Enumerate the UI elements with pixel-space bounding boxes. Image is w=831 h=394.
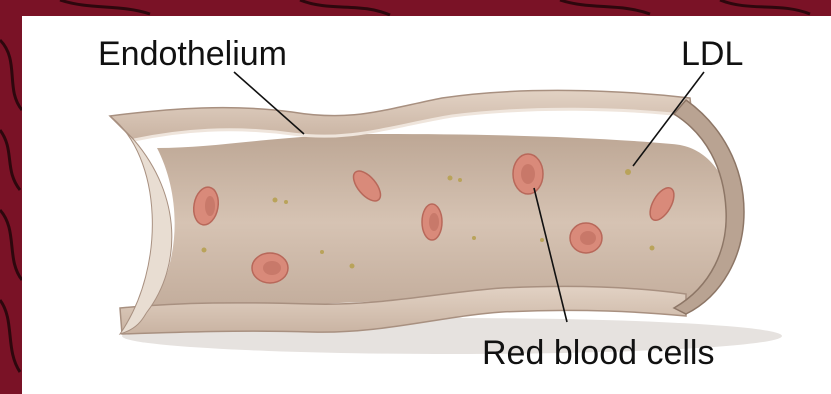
ldl-particle xyxy=(650,246,655,251)
ldl-particle xyxy=(540,238,544,242)
ldl-particle xyxy=(284,200,288,204)
ldl-particle xyxy=(202,248,207,253)
ldl-label: LDL xyxy=(681,35,743,73)
red-blood-cells-label: Red blood cells xyxy=(482,334,714,372)
ldl-particle xyxy=(448,176,453,181)
ldl-particle xyxy=(625,169,631,175)
ldl-particle xyxy=(320,250,324,254)
ldl-particle xyxy=(273,198,278,203)
ldl-particle xyxy=(458,178,462,182)
diagram-panel: Endothelium LDL Red blood cells xyxy=(22,16,831,394)
endothelium-label: Endothelium xyxy=(98,35,287,73)
ldl-particle xyxy=(472,236,476,240)
ldl-particle xyxy=(350,264,355,269)
